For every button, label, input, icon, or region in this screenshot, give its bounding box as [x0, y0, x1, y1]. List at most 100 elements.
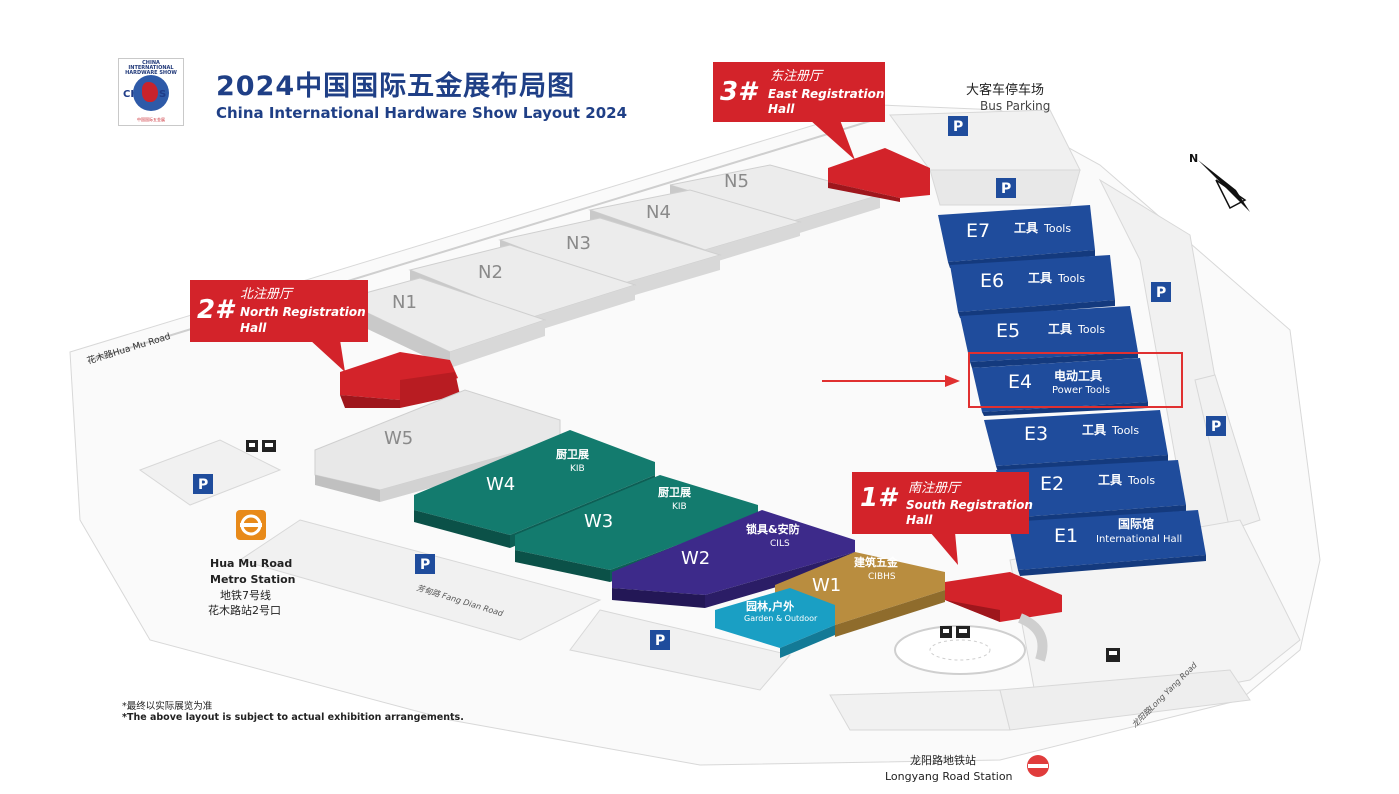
longyang-station-en: Longyang Road Station [885, 770, 1013, 783]
hall-e7-en: Tools [1043, 222, 1071, 235]
hall-e5-cn: 工具 [1048, 322, 1072, 336]
hall-e6-cn: 工具 [1028, 271, 1052, 285]
hall-e3[interactable]: E3 工具 Tools [984, 410, 1168, 472]
note-cn: *最终以实际展览为准 [122, 701, 213, 712]
longyang-station-cn: 龙阳路地铁站 [910, 753, 976, 767]
metro-huamu-cn1: 地铁7号线 [220, 588, 271, 602]
hall-e7-cn: 工具 [1014, 221, 1038, 235]
hall-w1-cn: 建筑五金 [854, 555, 899, 569]
logo-s: S [159, 89, 167, 100]
hall-e1-id: E1 [1054, 525, 1078, 547]
registration-3-number: 3# [720, 77, 759, 107]
svg-text:P: P [1001, 181, 1011, 197]
logo-foot: 中国国际五金展 [137, 117, 165, 122]
parking-icon: P [1206, 416, 1226, 436]
hall-e4[interactable]: E4 电动工具 Power Tools [972, 358, 1148, 416]
hall-n1-label: N1 [392, 292, 417, 313]
hall-garden-en: Garden & Outdoor [744, 614, 818, 623]
parking-icon: P [193, 474, 213, 494]
svg-text:P: P [1211, 419, 1221, 435]
taxi-bus-icon [246, 440, 276, 452]
hall-e3-cn: 工具 [1082, 423, 1106, 437]
hall-n4-label: N4 [646, 202, 671, 223]
parking-icon: P [1151, 282, 1171, 302]
svg-text:P: P [655, 633, 665, 649]
hall-e3-en: Tools [1111, 424, 1139, 437]
metro-icon [1027, 755, 1049, 777]
bus-parking-en: Bus Parking [980, 99, 1050, 113]
registration-3-sign [713, 62, 885, 122]
registration-1-cn: 南注册厅 [908, 481, 962, 496]
hall-w5-label: W5 [384, 428, 413, 449]
parking-icon: P [415, 554, 435, 574]
hall-e4-cn: 电动工具 [1054, 368, 1102, 383]
parking-icon: P [948, 116, 968, 136]
page-subtitle: China International Hardware Show Layout… [216, 104, 628, 122]
compass-north: N [1189, 152, 1198, 165]
hall-e6-id: E6 [980, 270, 1004, 292]
hall-w3-en: KIB [672, 502, 687, 512]
hall-n3-label: N3 [566, 233, 591, 254]
registration-1-en1: South Registration [906, 498, 1033, 512]
hall-n2-label: N2 [478, 262, 503, 283]
globe-icon [133, 75, 169, 111]
hall-garden[interactable]: 园林,户外 Garden & Outdoor [715, 588, 835, 658]
hall-garden-cn: 园林,户外 [746, 599, 794, 613]
registration-2[interactable]: 2# 北注册厅 North Registration Hall [190, 280, 460, 408]
hall-e6-en: Tools [1057, 272, 1085, 285]
registration-2-en2: Hall [240, 321, 267, 335]
registration-3-en2: Hall [768, 102, 795, 116]
hall-w2-en: CILS [770, 539, 790, 549]
east-hall-group: E7 工具 Tools E6 工具 Tools E5 工具 Tools E4 电… [938, 205, 1206, 576]
registration-3-en1: East Registration [768, 87, 884, 101]
hall-w4-id: W4 [486, 474, 515, 495]
hall-w1-en: CIBHS [868, 572, 896, 582]
bus-parking-cn: 大客车停车场 [966, 82, 1044, 98]
metro-huamu-en1: Hua Mu Road [210, 557, 292, 570]
svg-text:P: P [1156, 285, 1166, 301]
hall-e1[interactable]: E1 国际馆 International Hall [1008, 510, 1206, 576]
hall-e2-en: Tools [1127, 474, 1155, 487]
svg-text:P: P [420, 557, 430, 573]
taxi-bus-icon [940, 626, 970, 638]
hall-w3-id: W3 [584, 511, 613, 532]
hall-w4-cn: 厨卫展 [556, 448, 590, 461]
hall-n5-label: N5 [724, 171, 749, 192]
hall-e6[interactable]: E6 工具 Tools [950, 255, 1115, 318]
page-title: 2024中国国际五金展布局图 [216, 71, 576, 102]
registration-3[interactable]: 3# 东注册厅 East Registration Hall [713, 62, 930, 202]
hall-e1-cn: 国际馆 [1118, 516, 1154, 531]
svg-text:P: P [953, 119, 963, 135]
hall-e5[interactable]: E5 工具 Tools [960, 306, 1138, 368]
north-hall-group: N5 N4 N3 N2 N1 [338, 164, 882, 368]
svg-text:P: P [198, 477, 208, 493]
registration-1-number: 1# [860, 483, 899, 513]
parking-icon: P [996, 178, 1016, 198]
hall-e2-id: E2 [1040, 473, 1064, 495]
hall-w3-cn: 厨卫展 [658, 486, 692, 499]
hall-w2-id: W2 [681, 548, 710, 569]
hall-w2-cn: 锁具&安防 [746, 522, 800, 536]
hall-w2[interactable]: W2 锁具&安防 CILS [612, 510, 855, 608]
highlight-box-e4 [968, 352, 1183, 408]
hall-e2-cn: 工具 [1098, 473, 1122, 487]
hall-e1-en: International Hall [1096, 534, 1182, 545]
registration-1[interactable]: 1# 南注册厅 South Registration Hall [852, 472, 1062, 662]
hall-w4-en: KIB [570, 464, 585, 474]
cihs-logo: CHINA INTERNATIONAL HARDWARE SHOW CI S 中… [118, 58, 184, 126]
west-hall-group: W5 W4 厨卫展 KIB W3 厨卫展 KIB W2 锁具&安防 CILS [314, 389, 945, 658]
registration-1-en2: Hall [906, 513, 933, 527]
hall-e4-en: Power Tools [1052, 385, 1110, 396]
registration-2-number: 2# [197, 295, 236, 325]
hall-e5-en: Tools [1077, 323, 1105, 336]
hall-w1-id: W1 [812, 575, 841, 596]
compass-icon: N [1189, 152, 1250, 212]
registration-2-sign [190, 280, 368, 342]
logo-text-top: CHINA INTERNATIONAL HARDWARE SHOW [125, 60, 177, 76]
registration-2-cn: 北注册厅 [240, 287, 294, 302]
highlight-arrow [822, 375, 960, 387]
hall-e7-id: E7 [966, 220, 990, 242]
hall-e5-id: E5 [996, 320, 1020, 342]
parking-icon: P [650, 630, 670, 650]
